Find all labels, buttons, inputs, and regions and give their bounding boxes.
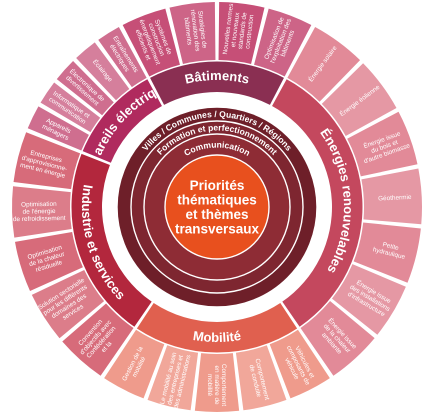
category-band-appareils-electriques — [82, 79, 162, 163]
outer-segment-mobilite — [269, 329, 330, 399]
outer-segment-mobilite — [104, 329, 165, 399]
outer-segment-batiments — [254, 8, 312, 77]
outer-segment-industrie-et-services — [14, 232, 83, 292]
outer-segment-industrie-et-services — [11, 186, 72, 238]
outer-segment-mobilite — [147, 345, 199, 411]
outer-segment-energies-renouvelables — [287, 27, 361, 102]
outer-segment-energies-renouvelables — [361, 168, 422, 225]
outer-item-label: Stratégies derénovation desbâtiments — [182, 8, 208, 52]
outer-segment-industrie-et-services — [31, 270, 105, 339]
outer-segment-energies-renouvelables — [300, 300, 375, 376]
category-band-energies-renouvelables — [272, 79, 363, 327]
category-band-batiments — [150, 61, 284, 105]
outer-segment-energies-renouvelables — [321, 63, 397, 136]
outer-segment-appareils-electriques — [56, 61, 114, 116]
outer-segment-appareils-electriques — [27, 106, 89, 151]
outer-segment-batiments — [218, 2, 265, 65]
outer-item-label: Géothermie — [378, 194, 412, 203]
outer-segment-energies-renouvelables — [347, 111, 418, 177]
outer-item-text: Stratégies derénovation desbâtiments — [182, 8, 208, 52]
outer-segment-industrie-et-services — [62, 303, 134, 376]
outer-segment-industrie-et-services — [13, 132, 81, 190]
category-title-mobilite: Mobilité — [192, 328, 242, 345]
outer-item-text: Optimisationde l'énergiede refroidisseme… — [13, 201, 66, 224]
outer-segment-appareils-electriques — [40, 82, 101, 133]
center-disc — [164, 154, 270, 260]
outer-segment-batiments — [169, 2, 216, 65]
category-band-mobilite — [136, 303, 298, 353]
outer-segment-batiments — [122, 8, 180, 77]
outer-segment-mobilite — [194, 353, 240, 412]
outer-segment-appareils-electriques — [76, 42, 130, 101]
outer-segment-mobilite — [235, 345, 287, 411]
outer-item-label: Optimisationde l'énergiede refroidisseme… — [13, 201, 66, 224]
outer-item-text: Comportementen matière demobilité — [206, 364, 227, 406]
category-title-batiments: Bâtiments — [183, 68, 250, 87]
outer-item-text: Géothermie — [378, 194, 412, 203]
outer-segment-energies-renouvelables — [353, 222, 421, 283]
outer-item-label: Comportementen matière demobilité — [206, 364, 227, 406]
outer-segment-energies-renouvelables — [331, 264, 406, 335]
outer-segment-appareils-electriques — [98, 27, 147, 88]
category-band-industrie-et-services — [71, 153, 152, 327]
